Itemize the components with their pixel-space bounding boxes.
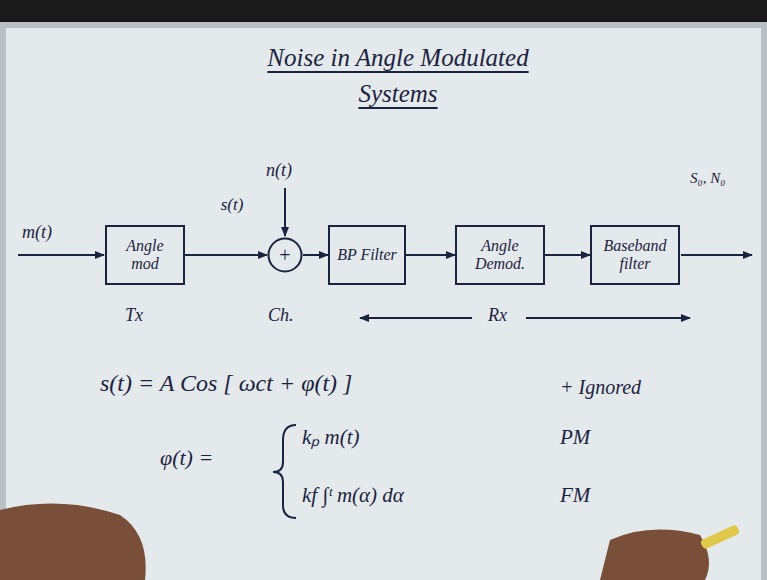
title: Noise in Angle Modulated Systems xyxy=(253,40,543,113)
modulator-box: Angle mod xyxy=(105,225,185,285)
equation: φ(t) = xyxy=(160,445,213,470)
edge-label: s(t) xyxy=(219,195,246,215)
section-label: Rx xyxy=(488,305,507,326)
note: + Ignored xyxy=(560,376,641,399)
node-text: BP Filter xyxy=(337,246,397,264)
rx-right-arrow xyxy=(526,317,690,319)
left-hand xyxy=(0,504,146,580)
filter-box: BP Filter xyxy=(328,225,406,285)
equation: kₚ m(t) xyxy=(302,425,360,449)
rx-left-arrow xyxy=(360,317,472,319)
mode-label: PM xyxy=(560,425,590,449)
top-strip xyxy=(0,0,767,22)
equation: s(t) = A Cos [ ωct + φ(t) ] xyxy=(100,370,352,398)
input-arrow xyxy=(18,254,104,256)
section-label: Ch. xyxy=(268,305,294,326)
signal-name: S₀, N₀ xyxy=(690,170,725,187)
signal-name: n(t) xyxy=(266,160,292,181)
noise-arrow xyxy=(284,188,286,236)
signal-connector xyxy=(545,254,590,256)
signal-name: m(t) xyxy=(22,222,52,243)
board-edge xyxy=(0,22,767,580)
node-text: Angle mod xyxy=(113,237,177,274)
equation: kf ∫ᵗ m(α) dα xyxy=(302,483,404,507)
right-hand xyxy=(600,530,709,580)
demodulator-box: Angle Demod. xyxy=(455,225,545,285)
signal-connector xyxy=(185,254,267,256)
mode-label: FM xyxy=(560,483,590,507)
output-arrow xyxy=(681,254,752,256)
node-text: Angle Demod. xyxy=(463,237,537,274)
signal-connector xyxy=(406,254,455,256)
node-text: Baseband filter xyxy=(598,237,672,274)
marker-pen xyxy=(700,524,740,550)
signal-connector xyxy=(303,254,328,256)
adder-circle: + xyxy=(267,237,303,273)
filter-box: Baseband filter xyxy=(590,225,680,285)
brace xyxy=(273,425,296,518)
node-text: + xyxy=(279,244,290,267)
paper xyxy=(6,28,761,580)
section-label: Tx xyxy=(125,305,143,326)
